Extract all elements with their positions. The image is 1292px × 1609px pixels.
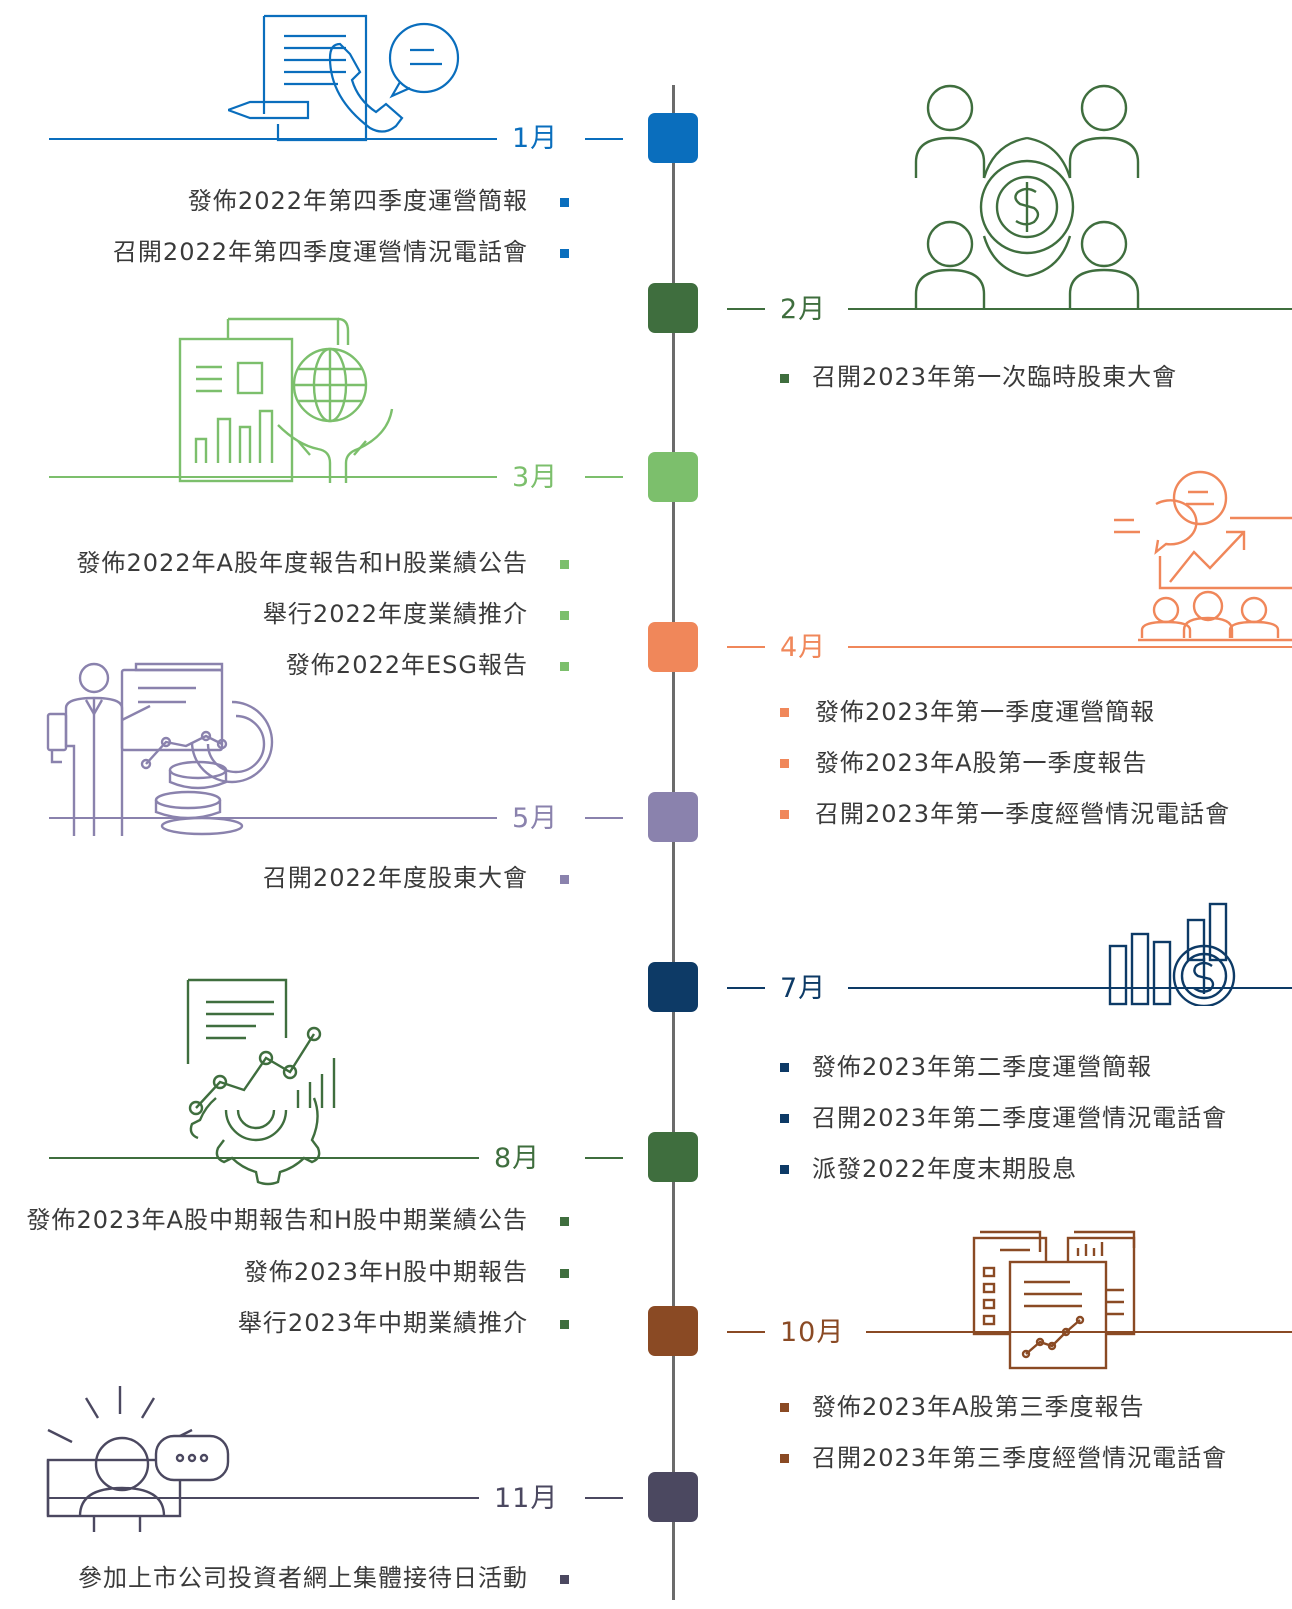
- mar-item-2: 舉行2022年度業績推介: [262, 600, 528, 628]
- feb-baseline: [848, 308, 1292, 310]
- apr-bullet-1: [780, 708, 789, 717]
- aug-bullet-3: [560, 1320, 569, 1329]
- feb-month-label: 2月: [780, 294, 827, 325]
- may-baseline: [49, 817, 497, 819]
- mar-month-label: 3月: [512, 462, 559, 493]
- mar-node: [648, 452, 698, 502]
- mar-item-3: 發佈2022年ESG報告: [285, 651, 528, 679]
- jul-bullet-3: [780, 1165, 789, 1174]
- presenter-chart-coins-icon: [46, 660, 276, 840]
- jul-item-3: 派發2022年度末期股息: [812, 1155, 1078, 1183]
- apr-bullet-3: [780, 810, 789, 819]
- jan-tick: [585, 138, 623, 140]
- may-month-label: 5月: [512, 803, 559, 834]
- aug-baseline: [49, 1157, 479, 1159]
- oct-item-2: 召開2023年第三季度經營情況電話會: [812, 1444, 1228, 1472]
- jul-bullet-1: [780, 1063, 789, 1072]
- apr-item-3: 召開2023年第一季度經營情況電話會: [815, 800, 1231, 828]
- documents-chart-icon: [970, 1228, 1140, 1370]
- apr-item-1: 發佈2023年第一季度運營簡報: [815, 698, 1156, 726]
- nov-item-1: 參加上市公司投資者網上集體接待日活動: [78, 1564, 528, 1592]
- oct-bullet-2: [780, 1454, 789, 1463]
- mar-bullet-1: [560, 560, 569, 569]
- jan-item-1: 發佈2022年第四季度運營簡報: [187, 187, 528, 215]
- chat-growth-audience-icon: [1108, 470, 1292, 658]
- jan-baseline: [49, 138, 497, 140]
- person-monitor-chat-icon: [44, 1384, 244, 1536]
- oct-item-1: 發佈2023年A股第三季度報告: [812, 1393, 1145, 1421]
- feb-item-1: 召開2023年第一次臨時股東大會: [812, 363, 1178, 391]
- report-globe-hands-icon: [178, 315, 408, 485]
- jul-baseline: [848, 987, 1292, 989]
- may-bullet-1: [560, 875, 569, 884]
- jan-node: [648, 113, 698, 163]
- jul-tick: [727, 987, 765, 989]
- apr-node: [648, 622, 698, 672]
- feb-node: [648, 283, 698, 333]
- oct-node: [648, 1306, 698, 1356]
- mar-baseline: [49, 476, 497, 478]
- oct-bullet-1: [780, 1403, 789, 1412]
- aug-bullet-1: [560, 1217, 569, 1226]
- apr-item-2: 發佈2023年A股第一季度報告: [815, 749, 1148, 777]
- jul-month-label: 7月: [780, 973, 827, 1004]
- jul-item-2: 召開2023年第二季度運營情況電話會: [812, 1104, 1228, 1132]
- apr-tick: [727, 646, 765, 648]
- jan-month-label: 1月: [512, 123, 559, 154]
- jan-bullet-1: [560, 198, 569, 207]
- aug-item-3: 舉行2023年中期業績推介: [237, 1309, 528, 1337]
- aug-item-1: 發佈2023年A股中期報告和H股中期業績公告: [26, 1206, 528, 1234]
- shareholders-dollar-icon: [912, 82, 1142, 312]
- bar-chart-dollar-icon: [1108, 902, 1248, 1006]
- apr-month-label: 4月: [780, 632, 827, 663]
- jul-item-1: 發佈2023年第二季度運營簡報: [812, 1053, 1153, 1081]
- nov-baseline: [49, 1497, 479, 1499]
- timeline-spine: [672, 85, 675, 1600]
- feb-bullet-1: [780, 374, 789, 383]
- jan-bullet-2: [560, 249, 569, 258]
- report-gear-chart-icon: [186, 978, 346, 1190]
- aug-item-2: 發佈2023年H股中期報告: [243, 1258, 528, 1286]
- aug-node: [648, 1132, 698, 1182]
- may-item-1: 召開2022年度股東大會: [262, 864, 528, 892]
- mar-bullet-2: [560, 611, 569, 620]
- aug-bullet-2: [560, 1269, 569, 1278]
- mar-tick: [585, 476, 623, 478]
- document-phone-chat-icon: [228, 14, 488, 142]
- oct-baseline: [866, 1331, 1292, 1333]
- apr-baseline: [848, 646, 1292, 648]
- nov-bullet-1: [560, 1575, 569, 1584]
- apr-bullet-2: [780, 759, 789, 768]
- may-node: [648, 792, 698, 842]
- nov-tick: [585, 1497, 623, 1499]
- aug-tick: [585, 1157, 623, 1159]
- nov-node: [648, 1472, 698, 1522]
- feb-tick: [727, 308, 765, 310]
- mar-bullet-3: [560, 662, 569, 671]
- jan-item-2: 召開2022年第四季度運營情況電話會: [112, 238, 528, 266]
- aug-month-label: 8月: [494, 1143, 541, 1174]
- jul-bullet-2: [780, 1114, 789, 1123]
- oct-tick: [727, 1331, 765, 1333]
- jul-node: [648, 962, 698, 1012]
- nov-month-label: 11月: [494, 1483, 559, 1514]
- mar-item-1: 發佈2022年A股年度報告和H股業績公告: [76, 549, 528, 577]
- oct-month-label: 10月: [780, 1317, 845, 1348]
- may-tick: [585, 817, 623, 819]
